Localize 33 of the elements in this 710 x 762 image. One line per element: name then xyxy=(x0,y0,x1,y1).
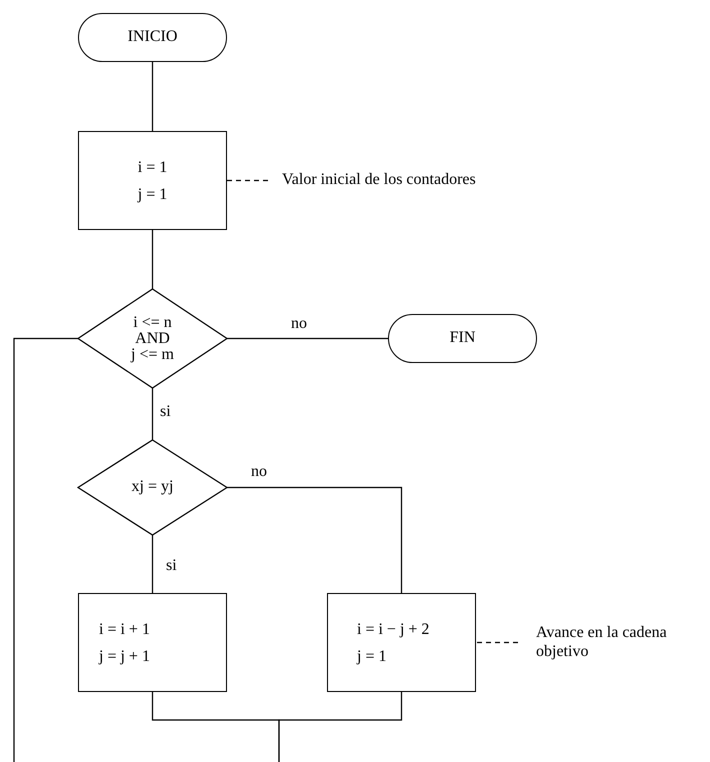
edge-label: no xyxy=(251,464,267,480)
terminal-box xyxy=(388,314,537,363)
condition-text: j <= m xyxy=(131,346,174,362)
connector-line xyxy=(13,338,78,762)
condition-text: i <= n xyxy=(133,314,172,330)
box-label: j = 1 xyxy=(357,646,386,666)
connector-line xyxy=(227,338,388,340)
condition-text: xj = yj xyxy=(132,478,174,497)
annotation-text: Valor inicial de los contadores xyxy=(282,171,476,190)
box-label: i = 1 xyxy=(138,158,168,178)
box-label: i = i − j + 2 xyxy=(357,620,430,640)
connector-line xyxy=(152,230,154,289)
connector-line xyxy=(152,535,154,593)
edge-label: no xyxy=(291,316,307,332)
box-label: FIN xyxy=(450,329,476,348)
process-box xyxy=(78,131,227,230)
connector-line xyxy=(152,62,154,131)
connector-line xyxy=(278,692,402,762)
annotation-text: Avance en la cadena objetivo xyxy=(536,624,668,661)
condition-text: AND xyxy=(135,330,170,346)
leader-line xyxy=(227,180,268,182)
process-box xyxy=(327,593,476,692)
box-label: i = i + 1 xyxy=(99,620,150,640)
edge-label: si xyxy=(166,558,177,574)
edge-label: si xyxy=(160,404,171,420)
box-label: INICIO xyxy=(128,28,178,47)
connector-line xyxy=(152,388,154,440)
leader-line xyxy=(476,642,518,644)
box-label: j = 1 xyxy=(138,184,168,204)
process-box xyxy=(78,593,227,692)
box-label: j = j + 1 xyxy=(99,646,150,666)
connector-line xyxy=(227,486,402,593)
terminal-box xyxy=(78,13,227,62)
